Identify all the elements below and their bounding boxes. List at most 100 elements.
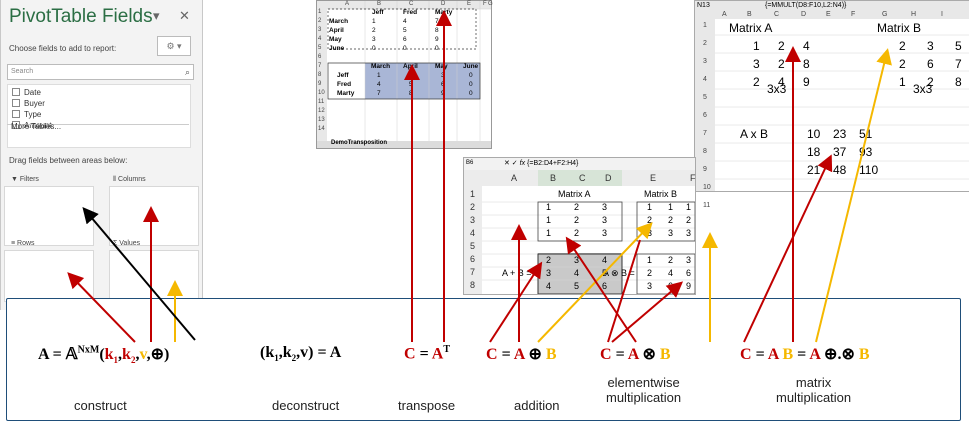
row-number: 5	[470, 241, 476, 251]
chevron-down-icon[interactable]: ▾	[153, 8, 160, 23]
cell-ref[interactable]: B6	[466, 160, 474, 166]
row-number: 3	[318, 27, 322, 33]
arrow-add-b	[537, 222, 653, 343]
row-number: 13	[318, 117, 325, 123]
field-buyer[interactable]: Buyer	[12, 99, 45, 108]
cell: 0	[372, 45, 376, 52]
row-number: 3	[470, 215, 476, 225]
elementwise-formula: C = A ⊗ B	[600, 346, 671, 363]
column-header: C	[774, 11, 780, 18]
sum-cell: 6	[602, 281, 608, 291]
axb-label: A x B	[740, 127, 769, 141]
prod-cell: 2	[647, 268, 653, 278]
cell: 3	[441, 72, 445, 79]
row-number: 11	[703, 202, 711, 209]
cell: Marty	[337, 90, 355, 97]
sum-cell: 4	[546, 281, 552, 291]
row-number: 3	[703, 58, 707, 65]
matrix-b-cell: 1	[668, 202, 674, 212]
cell-ref[interactable]: N13	[697, 2, 710, 9]
rows-area-label: ≡ Rows	[11, 240, 35, 247]
row-number: 4	[470, 228, 476, 238]
column-header: H	[911, 11, 917, 18]
matrix-a-cell: 3	[602, 228, 608, 238]
matrix-b-cell: 1	[686, 202, 692, 212]
matrix-b-cell: 2	[899, 39, 906, 53]
column-header: I	[941, 11, 943, 18]
product-cell: 37	[833, 145, 847, 159]
row-number: 9	[318, 81, 322, 87]
header-cell: June	[463, 63, 479, 70]
columns-area-label: ⦀ Columns	[113, 176, 146, 183]
cell: 0	[469, 90, 473, 97]
matrix-a-cell: 2	[778, 39, 785, 53]
arrow-k1	[67, 272, 136, 343]
column-header: G	[882, 11, 888, 18]
matrix-b-cell: 8	[955, 75, 962, 89]
prod-cell: 2	[668, 255, 674, 265]
matrix-b-cell: 3	[686, 228, 692, 238]
checkbox[interactable]	[12, 121, 20, 129]
matrix-b-cell: 6	[927, 57, 934, 71]
column-header: F	[851, 11, 856, 18]
caption-addition: addition	[514, 398, 560, 413]
matrix-b-cell: 7	[955, 57, 962, 71]
prod-cell: 3	[686, 255, 692, 265]
checkbox[interactable]	[12, 88, 20, 96]
matrix-a-cell: 2	[574, 215, 580, 225]
matrix-b-cell: 2	[686, 215, 692, 225]
dim-a: 3x3	[767, 82, 787, 96]
prod-cell: 3	[647, 281, 653, 291]
matrix-a-cell: 2	[574, 202, 580, 212]
matrix-b-title: Matrix B	[877, 21, 922, 35]
formula-bar[interactable]: ✕ ✓ fx {=B2:D4+F2:H4}	[504, 160, 579, 167]
product-cell: 10	[807, 127, 821, 141]
column-header: E	[826, 11, 831, 18]
sum-cell: 3	[546, 268, 552, 278]
cell: 5	[403, 27, 407, 34]
column-header: C	[579, 173, 586, 183]
formula-bar[interactable]: {=MMULT(D8:F10,L2:N4)}	[765, 2, 847, 9]
field-type[interactable]: Type	[12, 110, 41, 119]
column-header: A	[511, 173, 518, 183]
matrix-b-cell: 2	[668, 215, 674, 225]
matrix-b-cell: 1	[899, 75, 906, 89]
row-number: 7	[470, 267, 476, 277]
matrix-a-cell: 1	[546, 202, 552, 212]
matrix-b-cell: 2	[647, 215, 653, 225]
more-tables-link[interactable]: More Tables...	[11, 122, 62, 131]
matrix-a-cell: 4	[778, 75, 785, 89]
checkbox[interactable]	[12, 99, 20, 107]
column-header: G	[488, 1, 493, 7]
column-header: C	[409, 1, 414, 7]
arrow-oplus	[82, 206, 196, 341]
cell: 6	[403, 36, 407, 43]
column-header: B	[747, 11, 752, 18]
deconstruct-formula: (k1,k2,v) = A	[260, 344, 342, 364]
row-number: 11	[318, 99, 325, 105]
header-cell: March	[371, 63, 391, 70]
search-input[interactable]: Search ⌕	[7, 64, 194, 80]
gear-icon[interactable]: ⚙ ▾	[157, 36, 191, 56]
column-header: A	[722, 11, 727, 18]
search-placeholder: Search	[11, 68, 34, 75]
filters-area-label: ▼ Filters	[11, 176, 39, 183]
close-icon[interactable]: ✕	[179, 8, 190, 23]
caption-elementwise: elementwise multiplication	[606, 375, 682, 405]
row-number: 4	[318, 36, 322, 42]
matrix-a-cell: 3	[602, 202, 608, 212]
checkbox[interactable]	[12, 110, 20, 118]
column-header: D	[801, 11, 807, 18]
header-cell: May	[435, 63, 448, 70]
row-number: 5	[318, 45, 322, 51]
row-number: 12	[318, 108, 325, 114]
row-number: 1	[703, 22, 707, 29]
cell: 4	[377, 81, 381, 88]
pivottable-fields-panel: PivotTable Fields ▾ ✕ Choose fields to a…	[0, 0, 203, 310]
field-date[interactable]: Date	[12, 88, 41, 97]
prod-cell: 4	[668, 268, 674, 278]
matrix-a-title: Matrix A	[729, 21, 773, 35]
matrix-a-cell: 1	[546, 215, 552, 225]
row-number: 5	[703, 94, 707, 101]
field-amount[interactable]: Amount	[12, 121, 52, 130]
